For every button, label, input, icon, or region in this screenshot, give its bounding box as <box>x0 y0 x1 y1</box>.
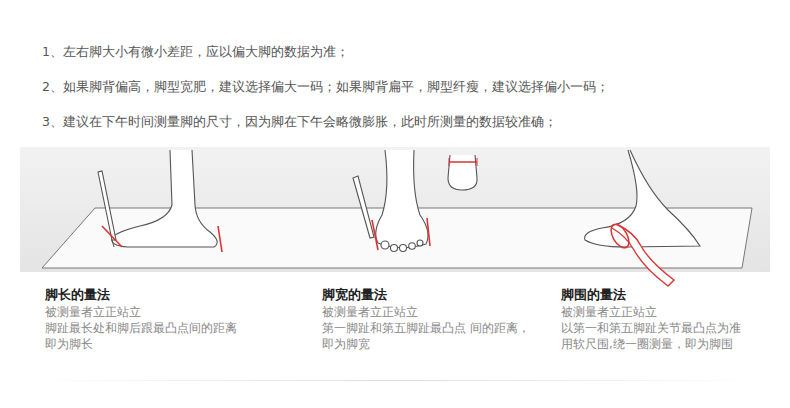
section-text: 被测量者立正站立 脚趾最长处和脚后跟最凸点间的距离 即为脚长 <box>45 304 260 352</box>
section-heading: 脚宽的量法 <box>322 286 387 304</box>
section-heading: 脚围的量法 <box>561 286 626 304</box>
note-line: 1、左右脚大小有微小差距，应以偏大脚的数据为准； <box>42 44 349 61</box>
section-heading: 脚长的量法 <box>45 286 110 304</box>
note-line: 2、如果脚背偏高，脚型宽肥，建议选择偏大一码；如果脚背扁平，脚型纤瘦，建议选择偏… <box>42 79 609 96</box>
section-text: 被测量者立正站立 以第一和第五脚趾关节最凸点为准 用软尺围,绕一圈测量，即为脚围 <box>561 304 776 352</box>
section-text: 被测量者立正站立 第一脚趾和第五脚趾最凸点 间的距离，即为脚宽 <box>322 304 537 352</box>
note-line: 3、建议在下午时间测量脚的尺寸，因为脚在下午会略微膨胀，此时所测量的数据较准确； <box>42 114 557 131</box>
